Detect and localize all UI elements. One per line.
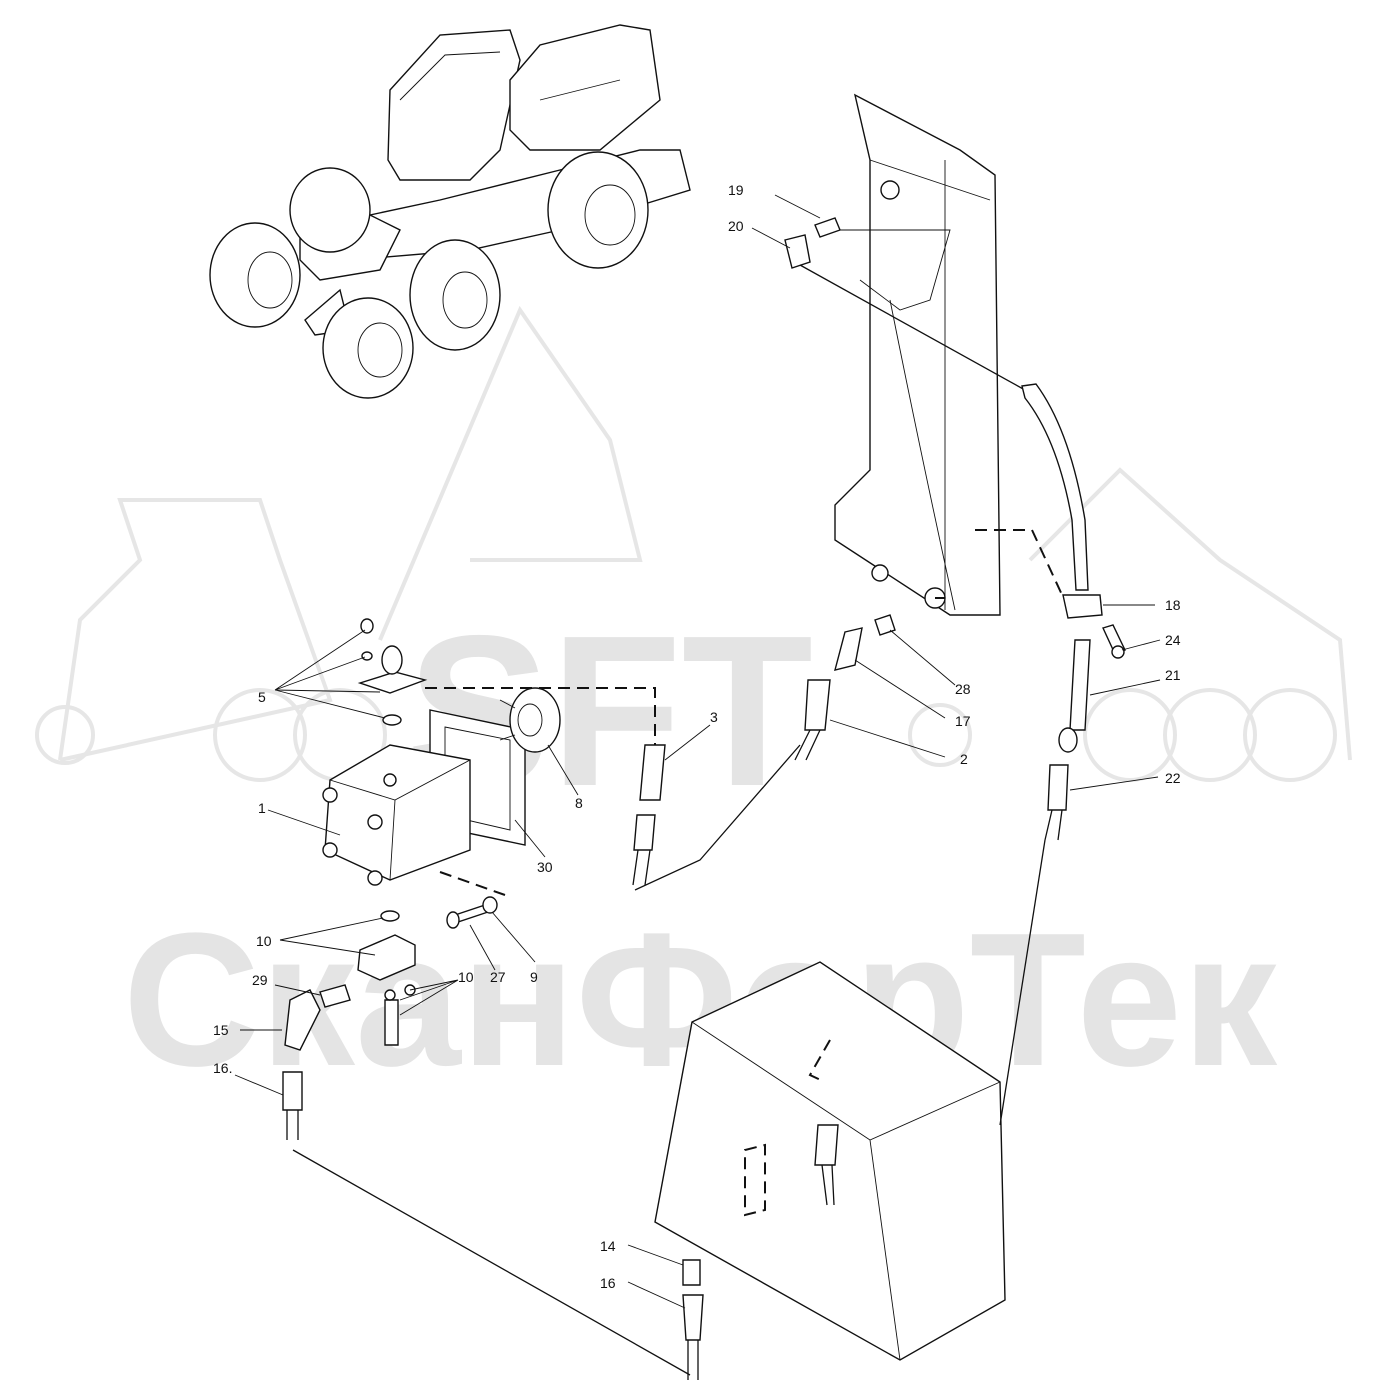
pump-assembly <box>282 618 561 1140</box>
harvester-illustration <box>209 24 691 399</box>
callout-labels: 19 20 18 24 28 21 17 2 22 5 3 8 1 30 10 … <box>213 182 1181 1291</box>
watermark-machine-outline <box>35 305 1352 782</box>
hoses-and-fittings <box>292 217 1126 1380</box>
callout-30: 30 <box>537 859 553 875</box>
callout-16-left: 16. <box>213 1060 232 1076</box>
callout-27: 27 <box>490 969 506 985</box>
callout-22: 22 <box>1165 770 1181 786</box>
callout-10-upper: 10 <box>256 933 272 949</box>
watermark: SFT СканФорТек <box>35 305 1352 1106</box>
callout-21: 21 <box>1165 667 1181 683</box>
callout-14: 14 <box>600 1238 616 1254</box>
callout-20: 20 <box>728 218 744 234</box>
callout-8: 8 <box>575 795 583 811</box>
callout-17: 17 <box>955 713 971 729</box>
callout-16-bottom: 16 <box>600 1275 616 1291</box>
callout-9: 9 <box>530 969 538 985</box>
callout-1: 1 <box>258 800 266 816</box>
callout-29: 29 <box>252 972 268 988</box>
callout-10-lower: 10 <box>458 969 474 985</box>
callout-18: 18 <box>1165 597 1181 613</box>
callout-19: 19 <box>728 182 744 198</box>
leader-lines <box>234 194 1161 1309</box>
callout-2: 2 <box>960 751 968 767</box>
callout-3: 3 <box>710 709 718 725</box>
callout-28: 28 <box>955 681 971 697</box>
callout-15: 15 <box>213 1022 229 1038</box>
radiator-panel <box>834 93 1001 616</box>
callout-5: 5 <box>258 689 266 705</box>
callout-24: 24 <box>1165 632 1181 648</box>
dashed-connections <box>425 529 1064 896</box>
